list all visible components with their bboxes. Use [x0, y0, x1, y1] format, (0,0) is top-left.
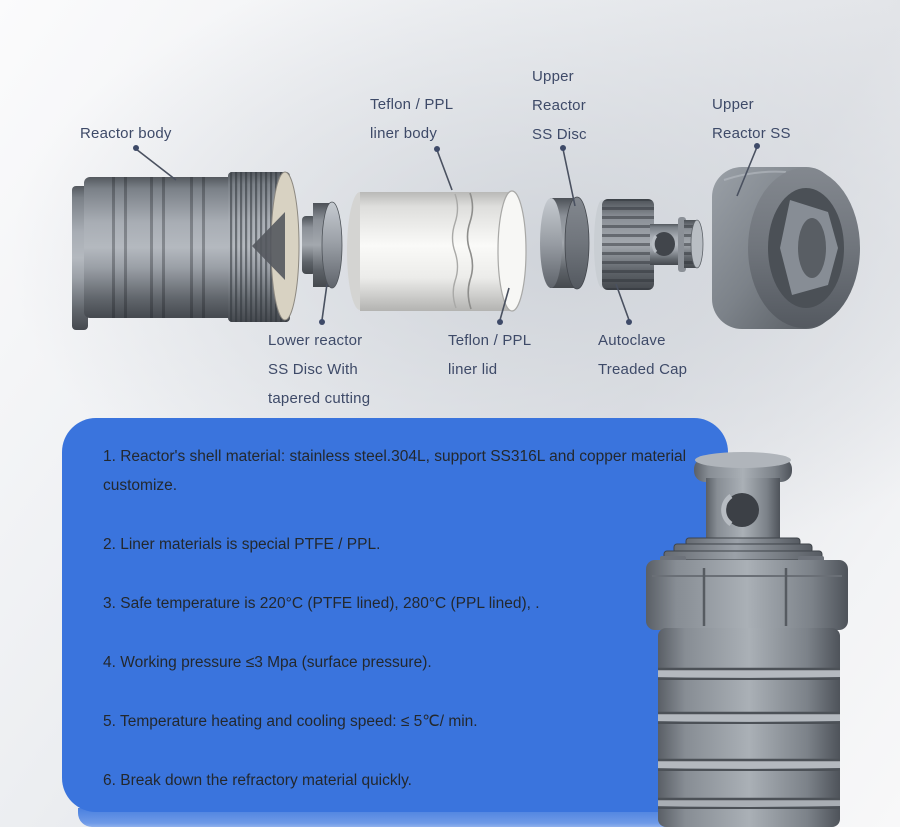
label-text: Lower reactor	[268, 332, 363, 349]
label-text: Teflon / PPL	[370, 96, 454, 113]
label-text: Reactor SS	[712, 125, 791, 142]
label-text: tapered cutting	[268, 390, 371, 407]
label-upper-reactor-ss-disc: Upper Reactor SS Disc	[532, 62, 587, 149]
teflon-ppl-liner-part	[347, 190, 527, 312]
label-reactor-body: Reactor body	[80, 119, 172, 148]
spec-item-1: 1. Reactor's shell material: stainless s…	[103, 448, 687, 494]
upper-reactor-ss-part	[712, 167, 860, 329]
spec-list: 1. Reactor's shell material: stainless s…	[103, 442, 695, 795]
spec-item-6: 6. Break down the refractory material qu…	[103, 772, 412, 789]
exploded-parts-diagram	[72, 143, 860, 330]
lower-reactor-ss-disc-part	[302, 201, 343, 289]
spec-panel-shadow	[78, 808, 708, 827]
spec-item-5: 5. Temperature heating and cooling speed…	[103, 713, 478, 730]
spec-item-2: 2. Liner materials is special PTFE / PPL…	[103, 536, 381, 553]
autoclave-treaded-cap-part	[594, 199, 704, 290]
label-text: Autoclave	[598, 332, 666, 349]
spec-item-3: 3. Safe temperature is 220°C (PTFE lined…	[103, 595, 540, 612]
leader-dots	[133, 143, 760, 325]
label-text: Reactor	[532, 97, 586, 114]
label-teflon-ppl-liner-body: Teflon / PPL liner body	[370, 90, 453, 148]
label-text: Upper	[712, 96, 754, 113]
label-text: Reactor body	[80, 125, 172, 142]
label-lower-reactor-ss-disc: Lower reactor SS Disc With tapered cutti…	[268, 326, 370, 413]
label-text: liner lid	[448, 361, 498, 378]
label-text: Treaded Cap	[598, 361, 688, 378]
label-text: SS Disc	[532, 126, 587, 143]
spec-panel: 1. Reactor's shell material: stainless s…	[62, 418, 728, 812]
upper-reactor-ss-disc-part	[540, 196, 590, 290]
spec-item-4: 4. Working pressure ≤3 Mpa (surface pres…	[103, 654, 432, 671]
leader-lines	[135, 146, 758, 321]
reactor-body-part	[72, 171, 300, 330]
label-text: liner body	[370, 125, 438, 142]
label-teflon-ppl-liner-lid: Teflon / PPL liner lid	[448, 326, 531, 384]
label-text: Teflon / PPL	[448, 332, 532, 349]
label-text: SS Disc With	[268, 361, 358, 378]
assembled-reactor-image	[630, 448, 865, 827]
label-autoclave-treaded-cap: Autoclave Treaded Cap	[598, 326, 687, 384]
label-text: Upper	[532, 68, 574, 85]
label-upper-reactor-ss: Upper Reactor SS	[712, 90, 791, 148]
